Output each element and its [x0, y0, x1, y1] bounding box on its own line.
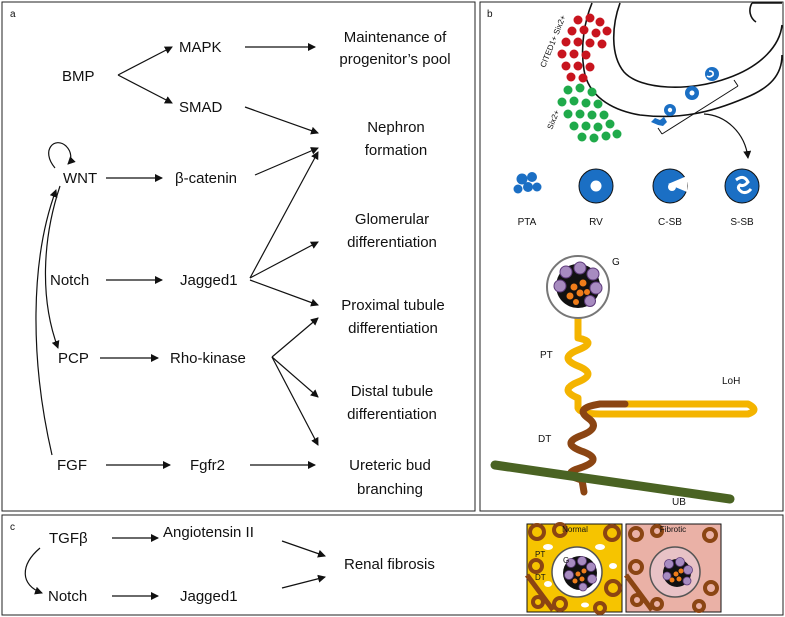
cluster-bottom-label: Six2+ — [546, 108, 562, 130]
panel-a-outcomes: Maintenance of progenitor’s pool Nephron… — [339, 29, 450, 498]
c-node-jagged1: Jagged1 — [180, 588, 238, 605]
normal-title: Normal — [562, 525, 588, 534]
normal-label-g: G — [563, 556, 569, 565]
stage-label-pta: PTA — [518, 217, 537, 228]
c-node-angiotensin: Angiotensin II — [163, 524, 254, 541]
glomerulus-tuft — [553, 261, 603, 308]
stage-bracket — [657, 79, 739, 135]
stage-label-c-sb: C-SB — [658, 217, 682, 228]
fibrotic-title: Fibrotic — [660, 525, 686, 534]
node-fgf: FGF — [57, 457, 87, 474]
normal-label-dt: DT — [535, 573, 546, 582]
panel-a-label: a — [10, 9, 16, 20]
node-beta-catenin: β-catenin — [175, 170, 237, 187]
outcome-nephron-line2: formation — [365, 142, 428, 159]
c-sb-icon — [652, 168, 688, 204]
panel-c-label: c — [10, 522, 15, 533]
label-ub: UB — [672, 497, 686, 508]
label-loh: LoH — [722, 376, 740, 387]
stage-labels: PTA RV C-SB S-SB — [518, 217, 754, 228]
outcome-maintenance-line2: progenitor’s pool — [339, 51, 450, 68]
outcome-glomerular-line1: Glomerular — [355, 211, 429, 228]
cited1-six2-cluster — [557, 13, 612, 83]
node-fgfr2: Fgfr2 — [190, 457, 225, 474]
panel-c-arrows — [24, 534, 326, 600]
panel-a-frame — [1, 1, 476, 512]
outcome-distal-line1: Distal tubule — [351, 383, 434, 400]
bud-structures — [651, 67, 719, 126]
label-pt: PT — [540, 350, 553, 361]
ureteric-bud-outline — [581, 2, 783, 118]
stage-icons — [513, 168, 760, 204]
node-wnt: WNT — [63, 170, 97, 187]
mature-nephron — [490, 255, 758, 504]
normal-label-pt: PT — [535, 550, 545, 559]
panel-a-nodes: BMP MAPK SMAD WNT β-catenin Notch Jagged… — [50, 39, 246, 474]
outcome-maintenance-line1: Maintenance of — [344, 29, 447, 46]
panel-c-frame — [1, 514, 784, 616]
panel-a-arrows — [35, 43, 319, 469]
node-notch: Notch — [50, 272, 89, 289]
distal-tubule — [567, 400, 629, 496]
six2-cluster — [557, 83, 622, 143]
fibrotic-tissue — [623, 523, 722, 613]
c-node-notch: Notch — [48, 588, 87, 605]
normal-tissue — [524, 522, 623, 615]
outcome-distal-line2: differentiation — [347, 406, 437, 423]
stage-arrow — [703, 113, 752, 159]
panel-b-label: b — [487, 9, 493, 20]
outcome-ureteric-line2: branching — [357, 481, 423, 498]
nephron-labels: G PT LoH DT UB — [538, 257, 740, 508]
node-mapk: MAPK — [179, 39, 222, 56]
proximal-tubule — [564, 314, 758, 418]
c-node-tgfb: TGFβ — [49, 530, 88, 547]
s-sb-icon — [724, 168, 760, 204]
ureteric-bud — [490, 460, 735, 504]
node-pcp: PCP — [58, 350, 89, 367]
outcome-nephron-line1: Nephron — [367, 119, 425, 136]
rv-icon — [578, 168, 614, 204]
label-dt: DT — [538, 434, 551, 445]
panel-b-frame — [479, 1, 784, 512]
node-smad: SMAD — [179, 99, 223, 116]
label-g: G — [612, 257, 620, 268]
pta-icon — [513, 172, 542, 194]
stage-label-s-sb: S-SB — [730, 217, 754, 228]
node-rho-kinase: Rho-kinase — [170, 350, 246, 367]
outcome-ureteric-line1: Ureteric bud — [349, 457, 431, 474]
node-bmp: BMP — [62, 68, 95, 85]
outcome-glomerular-line2: differentiation — [347, 234, 437, 251]
ureteric-bud-inner — [612, 2, 783, 88]
c-node-fibrosis: Renal fibrosis — [344, 556, 435, 573]
outcome-proximal-line2: differentiation — [348, 320, 438, 337]
outcome-proximal-line1: Proximal tubule — [341, 297, 444, 314]
node-jagged1: Jagged1 — [180, 272, 238, 289]
panel-c-nodes: TGFβ Angiotensin II Notch Jagged1 Renal … — [48, 524, 435, 605]
stage-label-rv: RV — [589, 217, 603, 228]
